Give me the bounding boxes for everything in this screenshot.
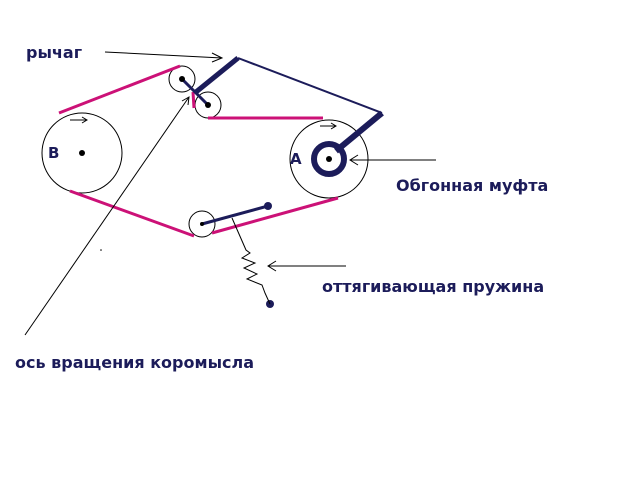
pulley-a-label: A — [290, 150, 302, 168]
tension-spring-label: оттягивающая пружина — [322, 277, 545, 296]
pulley-b-label: B — [48, 144, 60, 162]
idler-lower — [188, 210, 216, 238]
lever-pointer-arrow — [104, 51, 223, 59]
pulley-b — [41, 112, 123, 194]
lever-label: рычаг — [26, 43, 83, 62]
lever — [180, 56, 384, 226]
overrunning-clutch-ring — [311, 141, 347, 177]
idler-upper-1 — [168, 65, 196, 93]
pulley-a — [289, 119, 369, 199]
belt — [58, 64, 339, 238]
rocker-axis-label: ось вращения коромысла — [15, 353, 255, 372]
tension-spring — [231, 217, 271, 305]
overrunning-clutch-label: Обгонная муфта — [396, 176, 549, 195]
axis-pointer-arrow — [24, 96, 190, 336]
